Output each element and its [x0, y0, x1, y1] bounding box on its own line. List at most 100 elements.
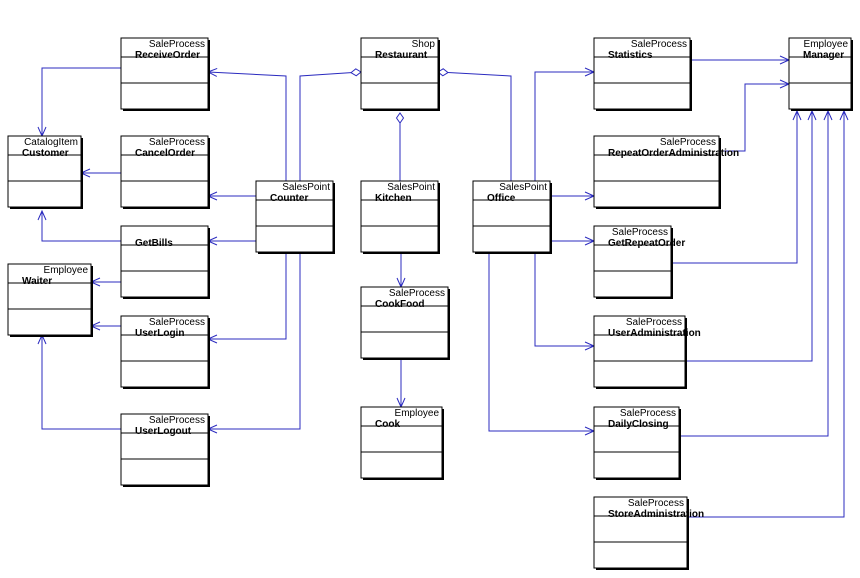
- connector-line: [41, 335, 121, 430]
- class-frame: [593, 496, 688, 569]
- class-frame: [593, 315, 686, 388]
- connector-line: [41, 211, 121, 242]
- relation-statistics-to-manager: [690, 55, 791, 65]
- relation-counter-to-get-bills: [206, 236, 256, 246]
- class-stereotype: SaleProcess: [628, 498, 684, 509]
- class-name: ReceiveOrder: [135, 50, 200, 61]
- class-frame: [472, 180, 551, 253]
- class-stereotype: SaleProcess: [149, 415, 205, 426]
- relation-counter-to-cancel-order: [206, 191, 256, 201]
- composition-diamond: [395, 112, 405, 124]
- connector-line: [679, 111, 829, 437]
- class-name: UserLogin: [135, 328, 184, 339]
- class-name: Counter: [270, 193, 308, 204]
- connector-line: [687, 111, 845, 518]
- class-name: Customer: [22, 148, 69, 159]
- relation-repeat-order-admin-to-manager: [719, 79, 791, 152]
- class-frame: [360, 37, 439, 110]
- connector-line: [534, 71, 594, 181]
- class-frame: [120, 225, 209, 298]
- class-stereotype: SaleProcess: [631, 39, 687, 50]
- connector-line: [719, 83, 789, 152]
- class-name: Waiter: [22, 276, 52, 287]
- class-name: Restaurant: [375, 50, 428, 61]
- class-name: Office: [487, 193, 516, 204]
- class-stereotype: SaleProcess: [149, 39, 205, 50]
- arrowhead: [37, 209, 47, 221]
- class-stereotype: SalesPoint: [387, 182, 435, 193]
- connector-line: [208, 254, 301, 430]
- relation-get-bills-to-customer: [37, 209, 121, 242]
- class-frame: [120, 37, 209, 110]
- relation-cook-food-to-cook: [396, 360, 406, 409]
- class-frame: [120, 135, 209, 208]
- class-frame: [593, 37, 691, 110]
- connector-line: [299, 72, 352, 181]
- class-name: DailyClosing: [608, 419, 669, 430]
- relation-user-logout-to-waiter: [37, 333, 121, 430]
- class-stereotype: SaleProcess: [389, 288, 445, 299]
- connector-line: [207, 71, 287, 181]
- class-stereotype: SalesPoint: [282, 182, 330, 193]
- class-stereotype: SaleProcess: [149, 137, 205, 148]
- class-frame: [255, 180, 334, 253]
- relation-receive-order-to-customer: [37, 67, 121, 138]
- class-name: CancelOrder: [135, 148, 195, 159]
- class-frame: [120, 315, 209, 388]
- class-stereotype: Employee: [44, 265, 89, 276]
- connector-layer: [37, 55, 849, 518]
- connector-line: [41, 67, 121, 136]
- class-box-get-bills[interactable]: GetBills: [120, 225, 210, 299]
- class-frame: [593, 225, 672, 298]
- class-stereotype: SaleProcess: [660, 137, 716, 148]
- connector-line: [671, 111, 798, 264]
- class-frame: [360, 406, 443, 479]
- class-frame: [120, 413, 209, 486]
- class-stereotype: Employee: [395, 408, 440, 419]
- composition-diamond: [350, 68, 362, 77]
- relation-cancel-order-to-customer: [79, 168, 121, 178]
- class-frame: [360, 180, 439, 253]
- class-name: Kitchen: [375, 193, 412, 204]
- relation-shop-restaurant-to-office: [437, 68, 512, 181]
- relation-shop-restaurant-to-kitchen: [395, 112, 405, 181]
- class-name: UserAdministration: [608, 328, 701, 339]
- class-frame: [788, 37, 852, 110]
- class-frame: [360, 286, 449, 359]
- class-name: StoreAdministration: [608, 509, 704, 520]
- class-name: Statistics: [608, 50, 653, 61]
- relation-office-to-daily-closing: [488, 254, 596, 436]
- relation-counter-to-user-login: [206, 254, 287, 344]
- class-stereotype: SaleProcess: [149, 317, 205, 328]
- relation-counter-to-receive-order: [206, 67, 287, 181]
- class-frame: [7, 135, 82, 208]
- connector-line: [208, 254, 287, 340]
- class-stereotype: SaleProcess: [612, 227, 668, 238]
- class-name: UserLogout: [135, 426, 192, 437]
- class-frame: [593, 135, 720, 208]
- class-frame: [593, 406, 680, 479]
- relation-kitchen-to-cook-food: [396, 254, 406, 289]
- class-stereotype: Shop: [412, 39, 436, 50]
- class-stereotype: Employee: [804, 39, 849, 50]
